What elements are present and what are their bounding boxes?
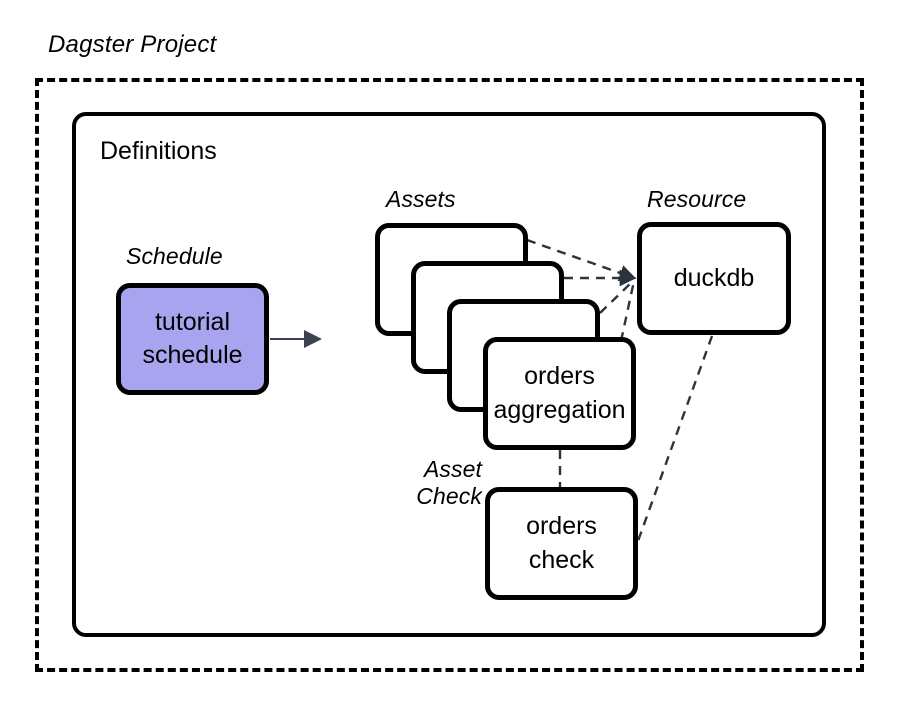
node-tutorial-schedule[interactable]: tutorial schedule [116, 283, 269, 395]
project-title: Dagster Project [48, 31, 217, 58]
definitions-label: Definitions [100, 137, 217, 165]
asset-check-label-line1: Asset [423, 456, 482, 482]
resource-group-label: Resource [647, 186, 747, 212]
node-duckdb[interactable]: duckdb [637, 222, 791, 335]
asset-check-label-line2: Check [416, 483, 482, 510]
schedule-group-label: Schedule [126, 243, 223, 269]
node-label-line1: duckdb [673, 263, 755, 292]
node-label-line2: schedule [142, 341, 243, 369]
node-label-line1: tutorial [154, 307, 231, 336]
project-boundary [35, 78, 864, 672]
node-label-line1: orders [524, 362, 595, 391]
node-label-line2: aggregation [493, 395, 626, 424]
assets-group-label: Assets [386, 186, 456, 212]
node-label-line2: check [528, 545, 595, 574]
node-label-line1: orders [526, 512, 597, 541]
node-orders-check[interactable]: orders check [485, 487, 638, 600]
node-orders-aggregation[interactable]: orders aggregation [483, 337, 636, 450]
